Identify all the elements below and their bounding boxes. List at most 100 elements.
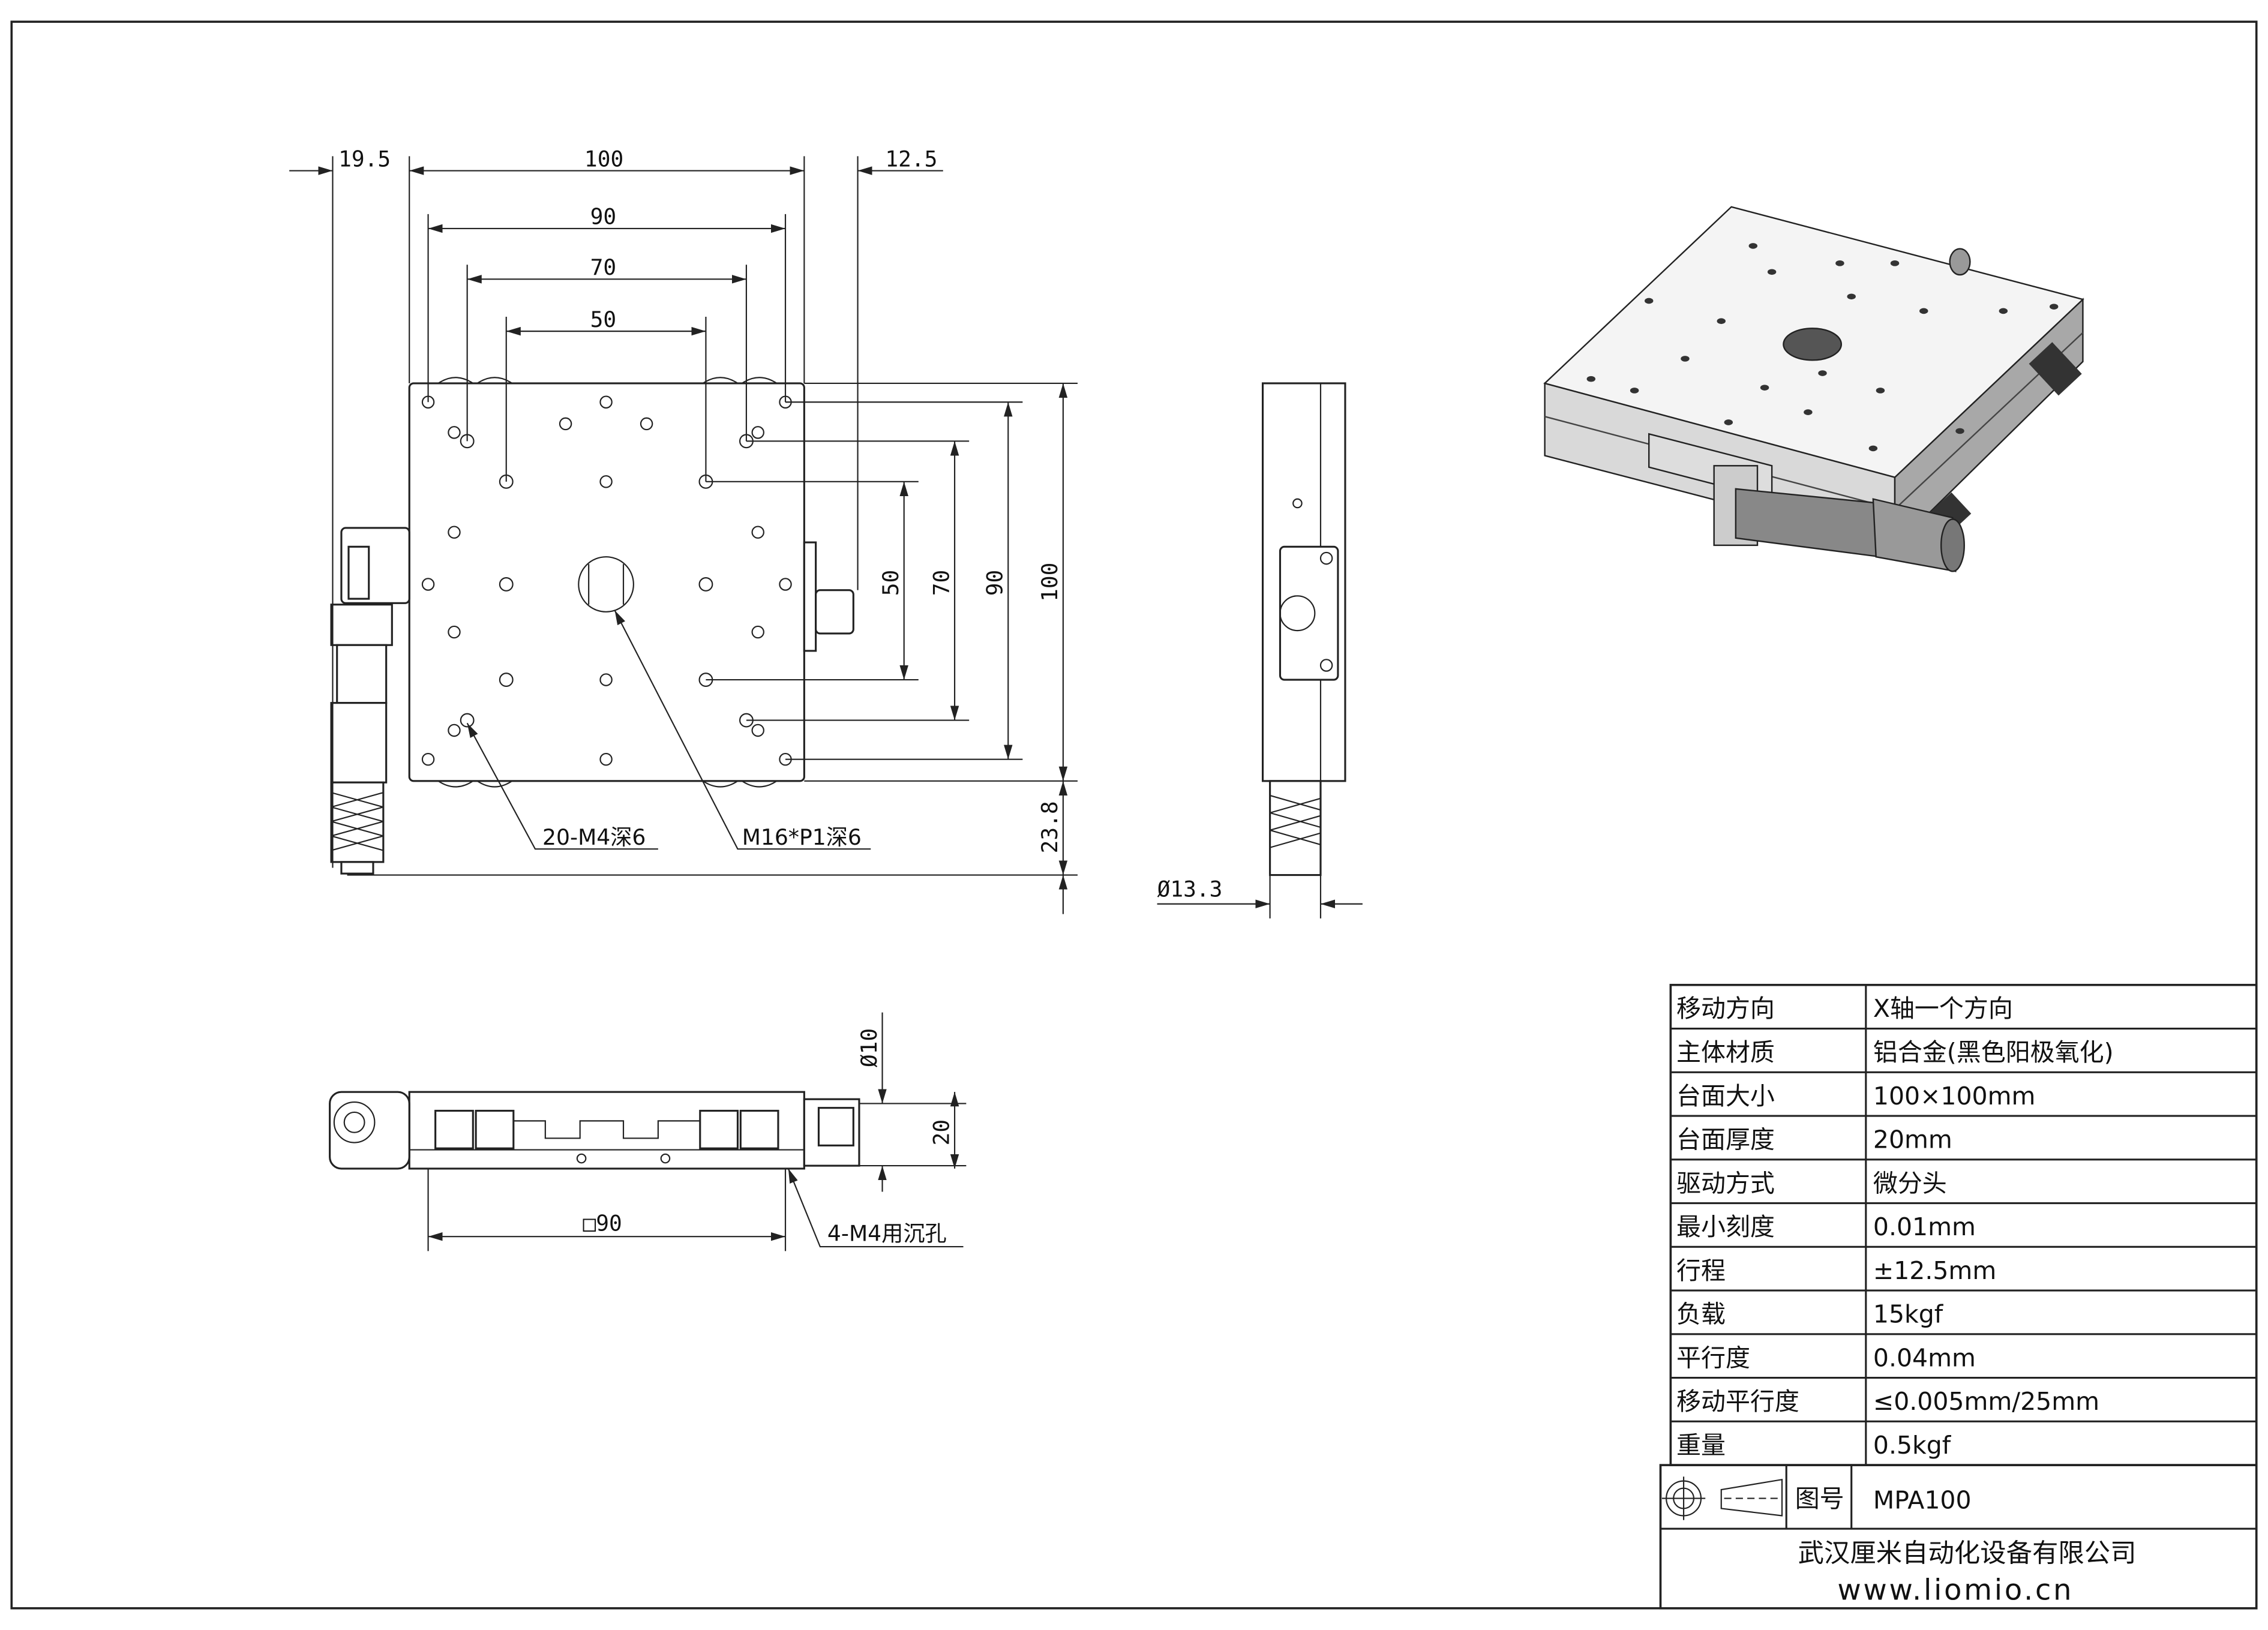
hole-icon: [779, 578, 792, 591]
hole-icon: [640, 417, 653, 431]
dim-19-5: 19.5: [338, 146, 391, 172]
dim-20: 20: [928, 1119, 954, 1146]
spec-label: 主体材质: [1676, 1038, 1775, 1067]
iso-hole-icon: [1890, 260, 1900, 266]
dim-70: 70: [590, 254, 617, 280]
spec-value: 铝合金(黑色阳极氧化): [1873, 1038, 2114, 1067]
dim-square-90: □90: [583, 1211, 622, 1236]
hole-icon: [599, 475, 613, 488]
spec-value: 0.5kgf: [1873, 1431, 1952, 1460]
spec-row: 台面厚度 20mm: [1676, 1125, 1952, 1154]
iso-hole-icon: [1919, 308, 1928, 314]
iso-hole-icon: [1847, 293, 1856, 300]
callout-countersink: 4-M4用沉孔: [827, 1220, 947, 1246]
hole-icon: [698, 577, 713, 592]
spec-label: 行程: [1676, 1256, 1726, 1285]
company-website: www.liomio.cn: [1837, 1573, 2074, 1607]
iso-hole-icon: [1717, 318, 1726, 325]
mounting-holes: [421, 395, 792, 766]
hole-icon: [448, 724, 461, 737]
dim-50: 50: [590, 307, 617, 332]
spec-row: 移动平行度 ≤0.005mm/25mm: [1676, 1387, 2099, 1416]
title-block: 图号 MPA100 武汉厘米自动化设备有限公司 www.liomio.cn: [1659, 1464, 2258, 1610]
drawing-border: [10, 20, 2258, 1610]
spec-label: 平行度: [1676, 1343, 1750, 1372]
hole-icon: [751, 526, 764, 539]
iso-hole-icon: [1748, 243, 1758, 249]
hole-icon: [751, 426, 764, 439]
iso-hole-icon: [2049, 304, 2059, 310]
dim-v23-8: 23.8: [1037, 801, 1063, 853]
hole-icon: [559, 417, 572, 431]
callout-holes: 20-M4深6: [542, 824, 646, 850]
spec-row: 负载 15kgf: [1676, 1300, 1944, 1329]
hole-icon: [499, 577, 514, 592]
iso-hole-icon: [1760, 385, 1769, 391]
hole-icon: [751, 625, 764, 639]
drawing-number-label: 图号: [1795, 1484, 1844, 1513]
hole-icon: [421, 752, 435, 766]
stage-plate: [408, 382, 805, 782]
side-view: Ø13.3: [1157, 382, 1363, 918]
spec-value: 微分头: [1873, 1169, 1947, 1197]
hole-icon: [448, 526, 461, 539]
dim-diameter-10: Ø10: [856, 1028, 882, 1067]
spec-label: 驱动方式: [1676, 1169, 1775, 1197]
spec-row: 重量 0.5kgf: [1676, 1431, 1952, 1460]
spec-value: ±12.5mm: [1873, 1256, 1996, 1285]
spec-row: 主体材质 铝合金(黑色阳极氧化): [1676, 1038, 2114, 1067]
spec-label: 台面大小: [1676, 1082, 1775, 1110]
hole-icon: [448, 426, 461, 439]
iso-hole-icon: [1767, 269, 1777, 275]
hole-icon: [448, 625, 461, 639]
dim-v50: 50: [878, 570, 904, 596]
top-view: 19.5 100 12.5 90 70 50 50 70 90 100 23.8…: [289, 146, 1078, 914]
company-name: 武汉厘米自动化设备有限公司: [1798, 1539, 2137, 1569]
spec-row: 行程 ±12.5mm: [1676, 1256, 1996, 1285]
iso-hole-icon: [1835, 260, 1844, 266]
iso-hole-icon: [1955, 428, 1964, 434]
spec-value: ≤0.005mm/25mm: [1873, 1387, 2099, 1416]
isometric-view: [1543, 206, 2084, 572]
hole-icon: [599, 395, 613, 409]
iso-hole-icon: [1644, 298, 1654, 304]
front-view: Ø10 20 □90 4-M4用沉孔: [329, 1012, 967, 1251]
spec-row: 移动方向 X轴一个方向: [1676, 994, 2013, 1023]
spec-label: 移动方向: [1676, 994, 1775, 1023]
spec-row: 驱动方式 微分头: [1676, 1169, 1947, 1197]
dim-12-5: 12.5: [885, 146, 937, 172]
spec-value: 15kgf: [1873, 1300, 1944, 1329]
iso-hole-icon: [1681, 356, 1690, 362]
dim-diameter-13-3: Ø13.3: [1157, 876, 1223, 902]
spec-value: 100×100mm: [1873, 1082, 2036, 1110]
hole-icon: [751, 724, 764, 737]
spec-value: 20mm: [1873, 1125, 1952, 1154]
dim-90: 90: [590, 204, 617, 230]
dim-v70: 70: [928, 570, 954, 596]
drawing-number: MPA100: [1873, 1485, 1972, 1514]
projection-symbol-icon: [1661, 1476, 1783, 1520]
spec-row: 台面大小 100×100mm: [1676, 1082, 2035, 1110]
micrometer-icon: [330, 527, 854, 875]
iso-hole-icon: [1586, 376, 1596, 382]
spec-label: 负载: [1676, 1300, 1726, 1329]
iso-hole-icon: [1876, 388, 1885, 394]
iso-hole-icon: [1804, 409, 1813, 415]
iso-hole-icon: [1724, 419, 1733, 425]
spec-label: 移动平行度: [1676, 1387, 1799, 1416]
callout-center-hole: M16*P1深6: [742, 824, 862, 850]
iso-hole-icon: [1818, 370, 1827, 376]
hole-icon: [599, 673, 613, 686]
hole-icon: [599, 752, 613, 766]
dim-v90: 90: [982, 570, 1008, 596]
spec-label: 台面厚度: [1676, 1125, 1775, 1154]
hole-icon: [499, 673, 514, 688]
hole-icon: [421, 578, 435, 591]
dim-v100: 100: [1037, 563, 1063, 602]
spec-label: 重量: [1676, 1431, 1726, 1460]
spec-value: X轴一个方向: [1873, 994, 2013, 1023]
